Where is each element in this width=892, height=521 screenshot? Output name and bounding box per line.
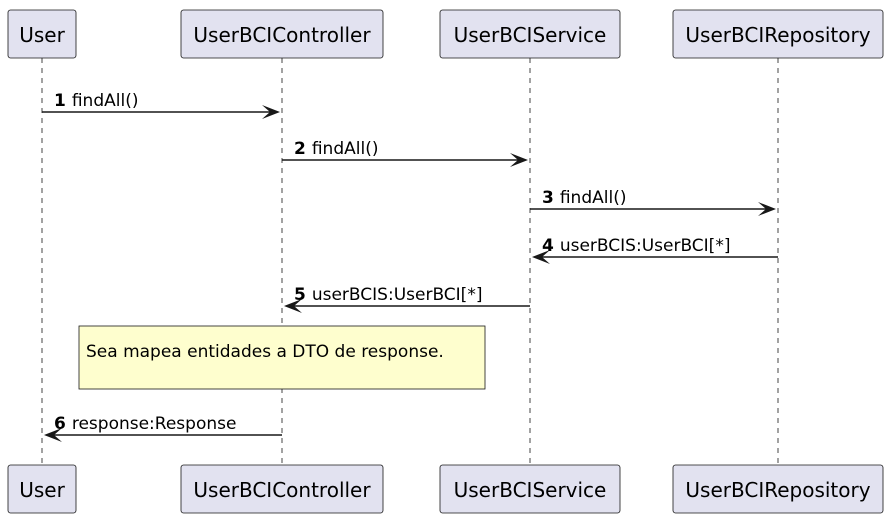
messages: 1 findAll() 2 findAll() 3 findAll() 4 userBCIS:… (42, 91, 778, 442)
message-4-label: 4 userBCIS:UserBCI[*] (542, 236, 730, 256)
participant-controller-bottom-label: UserBCIController (193, 478, 371, 502)
message-3-arrowhead (758, 202, 776, 216)
participant-controller-top-box (180, 9, 384, 59)
participant-repository-bottom-box (672, 464, 884, 514)
message-1-number: 1 (54, 91, 66, 111)
message-3-label: 3 findAll() (542, 188, 626, 208)
message-1-label: 1 findAll() (54, 91, 138, 111)
participant-service-top-label: UserBCIService (454, 23, 607, 47)
message-3-text: findAll() (560, 188, 627, 208)
participant-repository-top-label: UserBCIRepository (685, 23, 870, 47)
message-5-text: userBCIS:UserBCI[*] (312, 285, 483, 305)
participant-user-top-box (7, 9, 77, 59)
lifelines (41, 58, 779, 465)
participant-repository-bottom-label: UserBCIRepository (685, 478, 870, 502)
message-5-label: 5 userBCIS:UserBCI[*] (294, 285, 482, 305)
message-6-number: 6 (54, 414, 66, 434)
participant-service-bottom-label: UserBCIService (454, 478, 607, 502)
message-2-text: findAll() (312, 139, 379, 159)
participants-top: User UserBCIController UserBCIService UserB… (7, 9, 884, 59)
participant-user-top-label: User (19, 23, 65, 47)
participant-service-top-box (439, 9, 621, 59)
message-1-text: findAll() (72, 91, 139, 111)
message-2-number: 2 (294, 139, 306, 159)
note-box (78, 325, 486, 390)
message-4-arrowhead (532, 250, 550, 264)
participant-service-bottom-box (439, 464, 621, 514)
message-6-label: 6 response:Response (54, 414, 236, 434)
message-5-number: 5 (294, 285, 306, 305)
message-2-arrowhead (510, 153, 528, 167)
participant-controller-top-label: UserBCIController (193, 23, 371, 47)
message-2-label: 2 findAll() (294, 139, 378, 159)
note: Sea mapea entidades a DTO de response. (78, 325, 486, 390)
message-4-text: userBCIS:UserBCI[*] (560, 236, 731, 256)
message-5-arrowhead (284, 299, 302, 313)
participants-bottom: User UserBCIController UserBCIService UserB… (7, 464, 884, 514)
participant-repository-top-box (672, 9, 884, 59)
participant-user-bottom-label: User (19, 478, 65, 502)
message-6-text: response:Response (72, 414, 237, 434)
note-text: Sea mapea entidades a DTO de response. (86, 342, 444, 362)
participant-user-bottom-box (7, 464, 77, 514)
message-1-arrowhead (262, 105, 280, 119)
message-3-number: 3 (542, 188, 554, 208)
participant-controller-bottom-box (180, 464, 384, 514)
message-6-arrowhead (44, 428, 62, 442)
message-4-number: 4 (542, 236, 554, 256)
